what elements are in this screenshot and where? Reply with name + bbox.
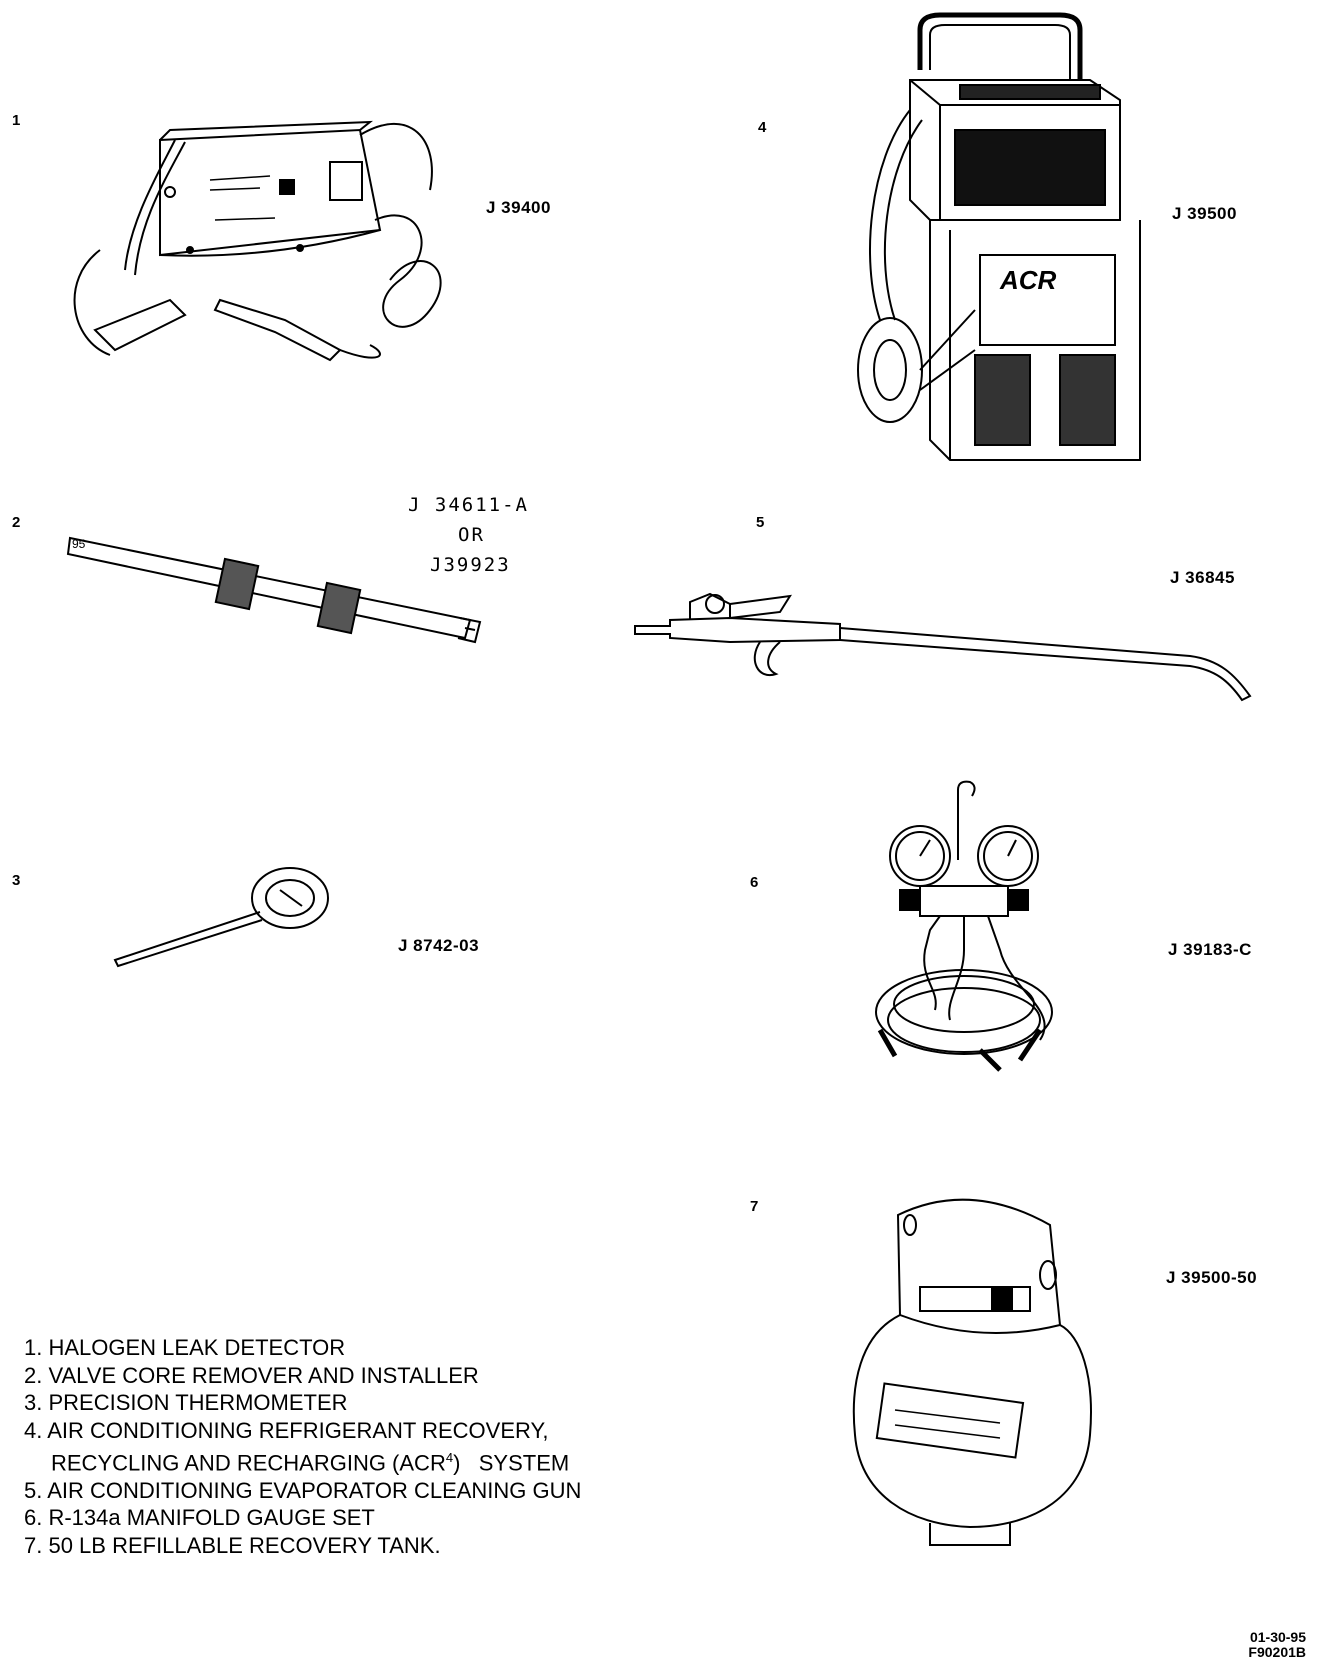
figure-id: F90201B: [1248, 1644, 1306, 1660]
item-number-5: 5: [756, 514, 765, 531]
legend-item-6: 6. R-134a MANIFOLD GAUGE SET: [24, 1505, 375, 1531]
item-number-4: 4: [758, 119, 767, 136]
legend-item-4-line-2: RECYCLING AND RECHARGING (ACR: [51, 1450, 446, 1476]
item-number-2: 2: [12, 514, 21, 531]
svg-text:95: 95: [72, 537, 86, 551]
manifold-gauge-set-illustration: [875, 780, 1053, 1072]
precision-thermometer-illustration: [113, 867, 329, 968]
acr-logo: ACR: [1000, 265, 1057, 295]
legend-item-2: 2. VALVE CORE REMOVER AND INSTALLER: [24, 1362, 479, 1388]
evaporator-cleaning-gun-illustration: [634, 592, 1252, 702]
legend-item-1: 1. HALOGEN LEAK DETECTOR: [24, 1335, 346, 1360]
legend-item-5: 5. AIR CONDITIONING EVAPORATOR CLEANING …: [24, 1477, 582, 1503]
tool-code-2-line-3: J39923: [430, 554, 511, 576]
acr-recovery-system-illustration: [857, 12, 1141, 461]
legend-item-7: 7. 50 LB REFILLABLE RECOVERY TANK.: [24, 1532, 441, 1558]
legend-item-4-continued: RECYCLING AND RECHARGING (ACR4) SYSTEM: [24, 1444, 581, 1477]
tool-legend: 1. HALOGEN LEAK DETECTOR 2. VALVE CORE R…: [24, 1334, 581, 1559]
tool-code-7: J 39500-50: [1166, 1268, 1258, 1287]
figure-date: 01-30-95: [1249, 1629, 1306, 1645]
halogen-leak-detector-illustration: [73, 120, 442, 362]
item-number-6: 6: [750, 874, 759, 891]
item-number-3: 3: [12, 872, 21, 889]
refillable-recovery-tank-illustration: [852, 1198, 1092, 1546]
item-number-1: 1: [12, 112, 21, 129]
tool-code-6: J 39183-C: [1168, 940, 1252, 959]
tool-code-4: J 39500: [1172, 204, 1237, 223]
tool-code-2-line-1: J 34611-A: [408, 494, 529, 516]
tool-code-5: J 36845: [1170, 568, 1235, 587]
legend-superscript: 4: [445, 1450, 454, 1465]
tool-code-2-line-2: OR: [458, 524, 485, 546]
tool-code-3: J 8742-03: [398, 936, 480, 955]
item-number-7: 7: [750, 1198, 759, 1215]
legend-item-3: 3. PRECISION THERMOMETER: [24, 1390, 348, 1415]
legend-item-4-line-2-end: ) SYSTEM: [453, 1450, 570, 1476]
figure-stamp: 01-30-95 F90201B: [1248, 1630, 1306, 1660]
valve-core-remover-illustration: 95: [66, 536, 482, 644]
legend-item-4: 4. AIR CONDITIONING REFRIGERANT RECOVERY…: [24, 1417, 549, 1443]
tool-code-1: J 39400: [486, 198, 551, 217]
